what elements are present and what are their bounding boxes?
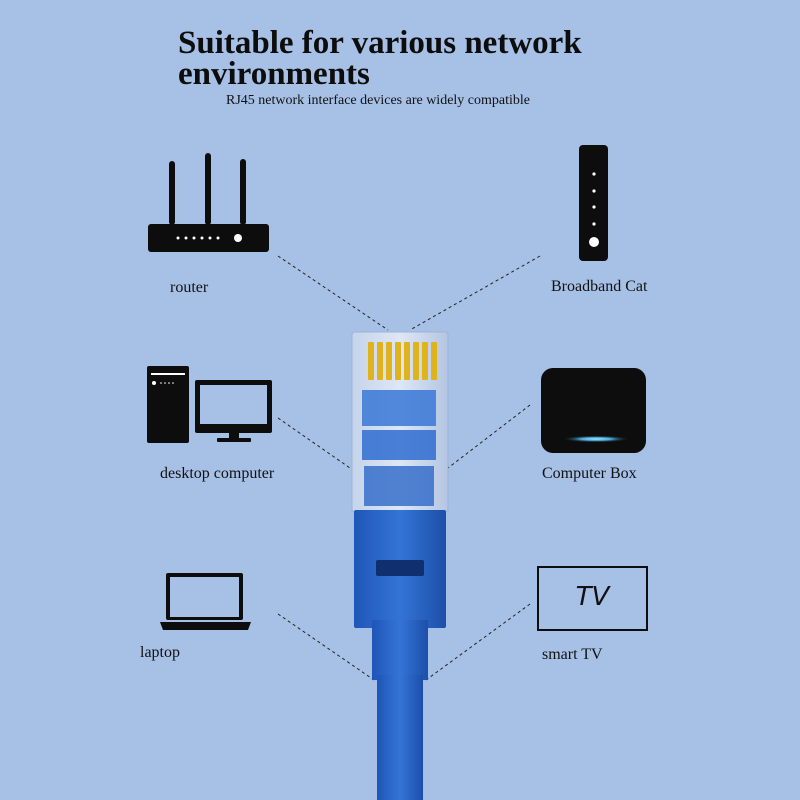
broadband-label: Broadband Cat — [551, 278, 648, 295]
desktop-connector-line — [277, 417, 351, 469]
router-connector-line — [277, 255, 389, 331]
smart-tv-label: smart TV — [542, 646, 603, 663]
page-title: Suitable for various network environment… — [178, 25, 582, 92]
set-top-box-icon — [541, 368, 646, 453]
box-connector-line — [447, 404, 531, 469]
desktop-computer-label: desktop computer — [160, 465, 275, 482]
desktop-computer-icon — [147, 366, 272, 443]
router-icon — [148, 153, 269, 252]
laptop-label: laptop — [140, 644, 180, 661]
computer-box-label: Computer Box — [542, 465, 637, 482]
laptop-connector-line — [277, 613, 375, 681]
tv-screen-text: TV — [575, 582, 610, 612]
broadband-connector-line — [409, 255, 541, 331]
page-subtitle: RJ45 network interface devices are widel… — [226, 93, 530, 108]
router-label: router — [170, 279, 209, 296]
smart-tv-icon: TV — [537, 566, 648, 631]
rj45-connector-image — [351, 331, 449, 800]
laptop-icon — [160, 573, 251, 630]
modem-icon — [579, 145, 608, 261]
